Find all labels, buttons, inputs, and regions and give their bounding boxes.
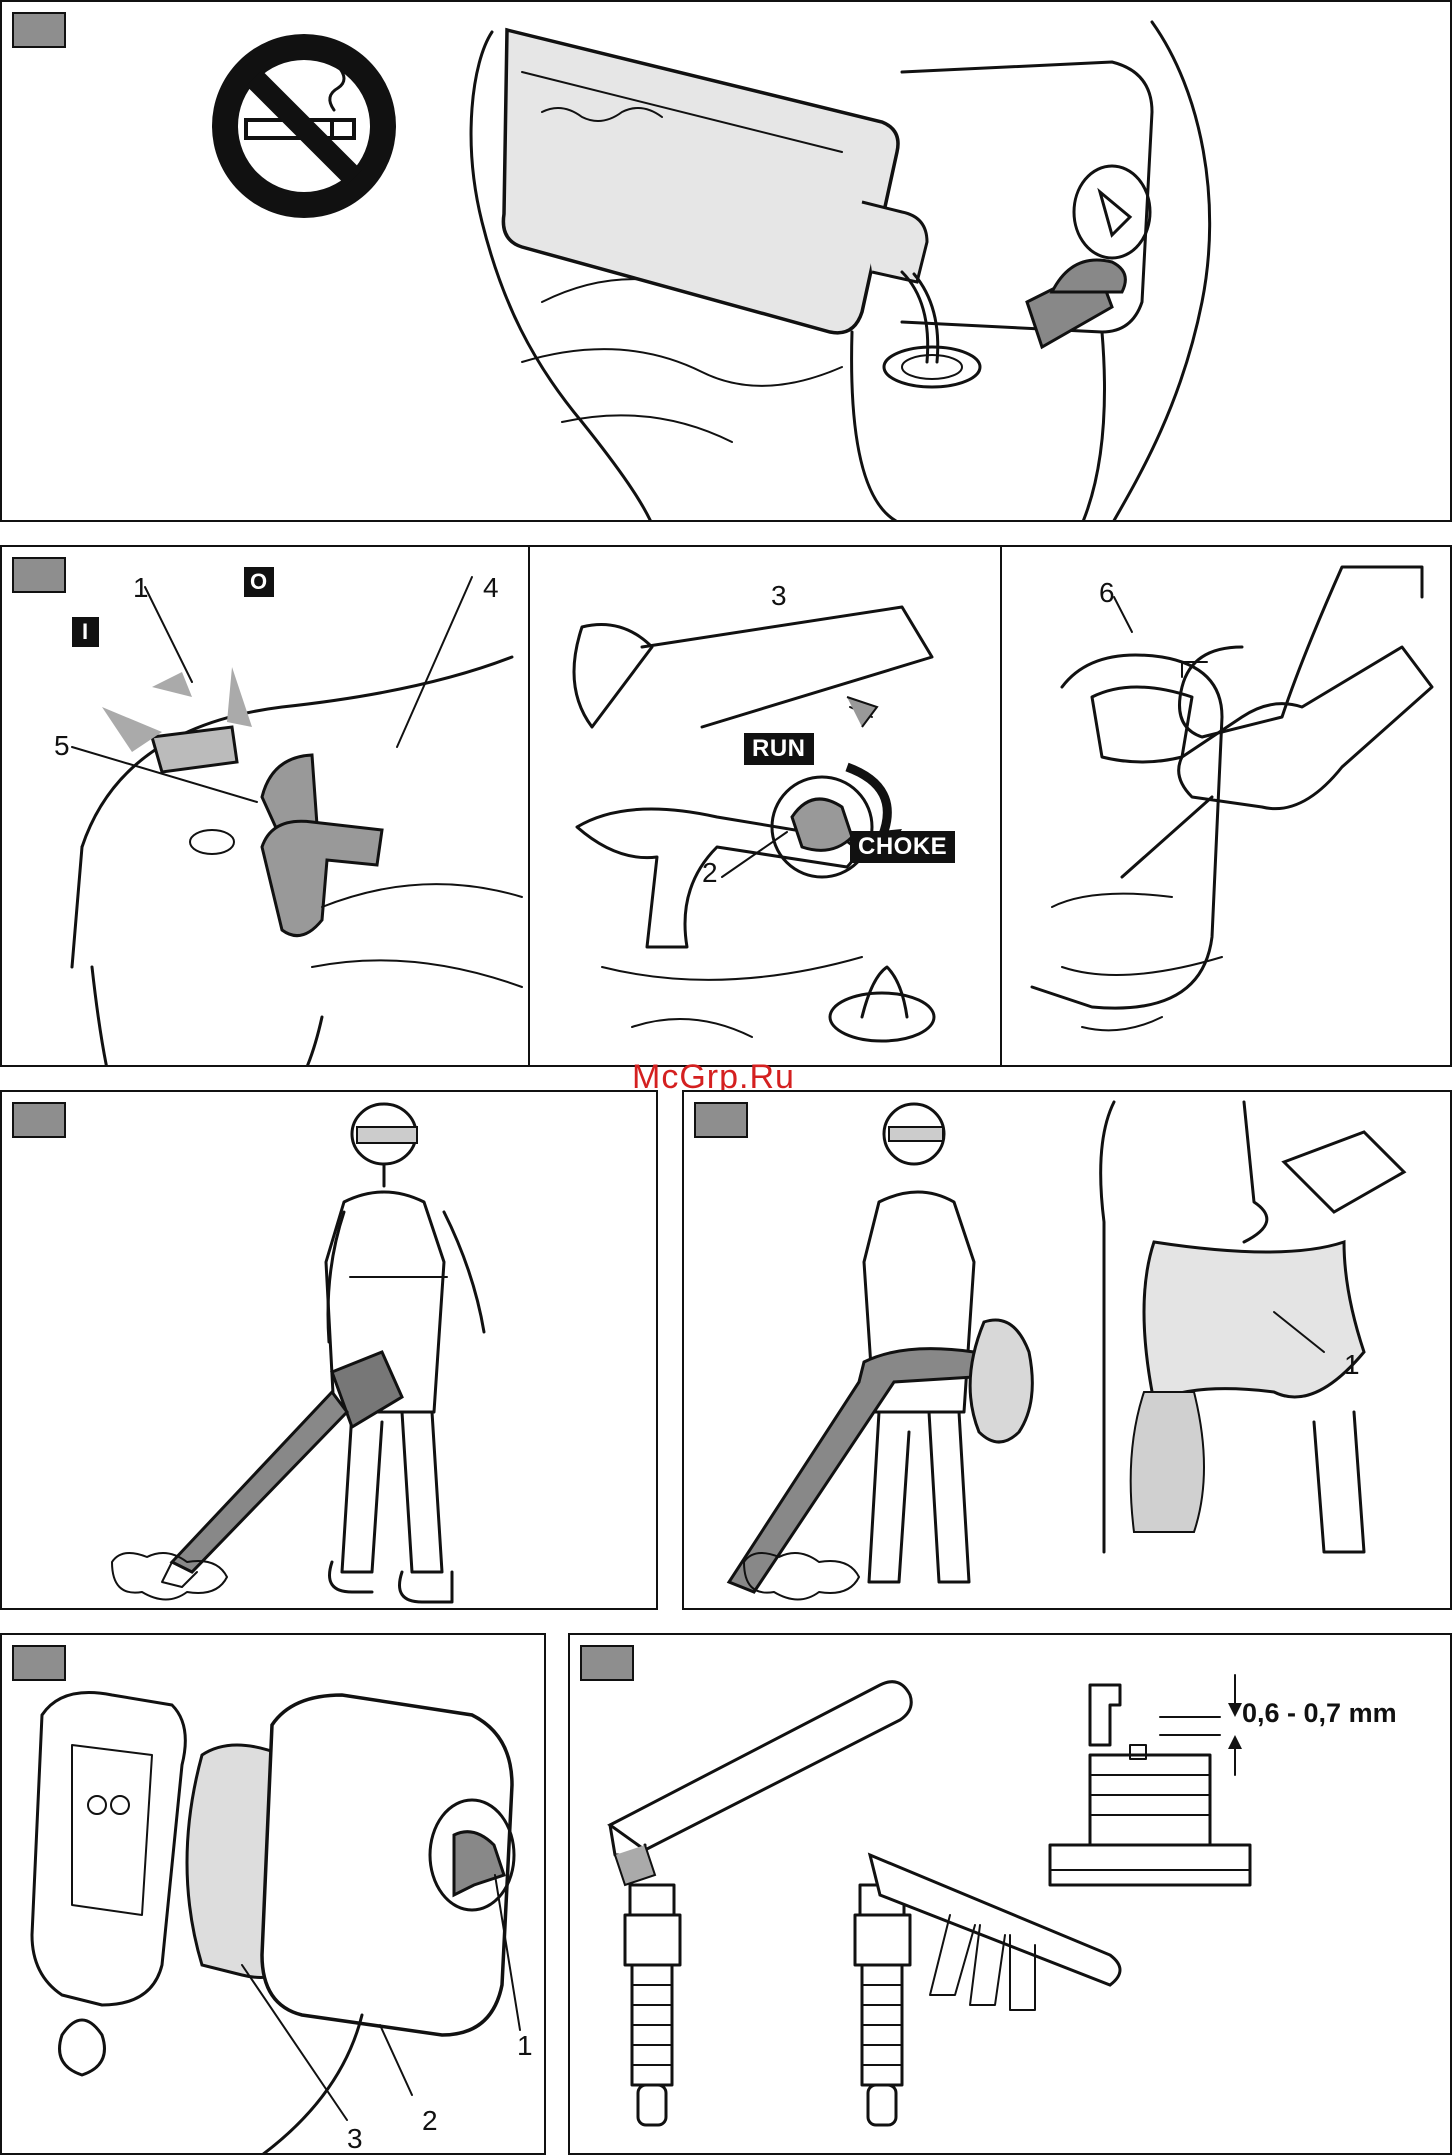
label-3: 3 (347, 2123, 363, 2155)
spark-plug-gap-detail (1050, 1675, 1250, 1885)
label-1: 1 (1344, 1349, 1360, 1381)
collection-bag-worn (970, 1320, 1032, 1442)
operator-figure (326, 1104, 484, 1602)
label-3: 3 (771, 580, 787, 612)
handle-assembly (72, 577, 522, 1067)
feeler-gauge (870, 1855, 1120, 2010)
panel-filter: 3 2 1 (0, 1633, 546, 2155)
emptying-bag (1101, 1102, 1404, 1552)
label-4: 4 (483, 572, 499, 604)
panel-spark-plug: 0,6 - 0,7 mm (568, 1633, 1452, 2155)
fuel-illustration (2, 2, 1452, 522)
label-2: 2 (422, 2105, 438, 2137)
wire-brush (610, 1682, 911, 1885)
panel-start: 1 4 5 3 2 6 I O RUN CHOKE (0, 545, 1452, 1067)
gap-measurement: 0,6 - 0,7 mm (1242, 1698, 1397, 1729)
label-1: 1 (517, 2030, 533, 2062)
fuel-cap (1027, 260, 1125, 347)
primer-assembly (1032, 567, 1432, 1030)
panel-fuel (0, 0, 1452, 522)
switch-off-symbol: O (244, 567, 274, 597)
panel-blow (0, 1090, 658, 1610)
label-6: 6 (1099, 577, 1115, 609)
run-label: RUN (744, 733, 814, 765)
choke-assembly (574, 607, 934, 1041)
choke-label: CHOKE (850, 831, 955, 863)
label-2: 2 (702, 857, 718, 889)
blowing-operator-illustration (2, 1092, 658, 1610)
operator-figure (864, 1104, 974, 1582)
filter-cover (262, 1695, 514, 2035)
label-1: 1 (133, 572, 149, 604)
label-5: 5 (54, 730, 70, 762)
switch-on-symbol: I (72, 617, 99, 647)
start-illustration (2, 547, 1452, 1067)
fuel-can (503, 30, 937, 362)
no-smoking-icon (212, 34, 396, 218)
filter-housing-base (32, 1693, 185, 2076)
air-filter-illustration (2, 1635, 546, 2155)
blower-machine (162, 1352, 402, 1587)
panel-vacuum: 1 (682, 1090, 1452, 1610)
leaf-debris (112, 1553, 227, 1600)
vacuum-operator-illustration (684, 1092, 1452, 1610)
spark-plug-left (625, 1885, 680, 2125)
spark-plug-right (855, 1885, 910, 2125)
